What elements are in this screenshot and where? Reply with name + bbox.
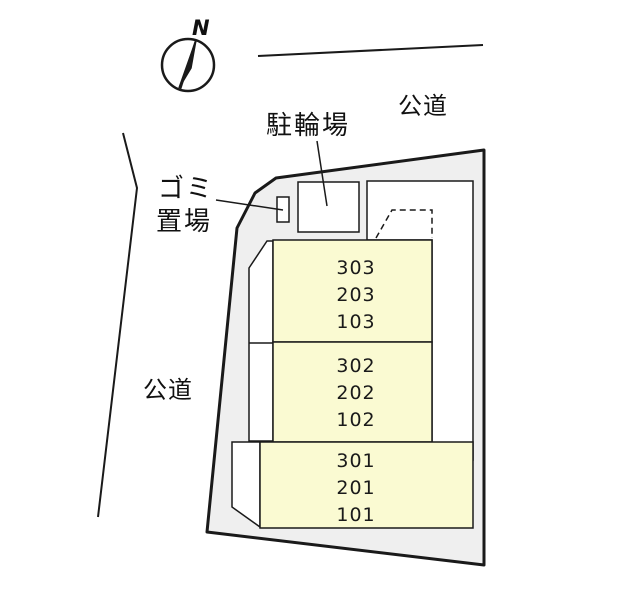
unit-number: 302 [336,355,376,377]
unit-number: 203 [336,284,376,306]
unit-number: 103 [336,311,376,333]
garbage-area-label-line2: 置場 [156,207,213,237]
building-block-1 [259,441,474,529]
bicycle-parking-leader [316,140,328,207]
north-arrow-icon [160,37,216,93]
parking-bay-dashed [375,209,433,239]
unit-number: 202 [336,382,376,404]
garbage-area-leader [215,199,284,211]
unit-number: 303 [336,257,376,279]
north-letter: N [192,16,210,40]
west-road-line [97,132,139,518]
bicycle-parking-label: 駐輪場 [266,111,351,141]
unit-number: 102 [336,409,376,431]
north-road-label: 公道 [398,92,448,120]
unit-number: 101 [336,504,376,526]
west-entrance-upper [248,240,274,442]
west-road-label: 公道 [143,376,193,404]
unit-number: 201 [336,477,376,499]
unit-number: 301 [336,450,376,472]
garbage-area-label-line1: ゴミ [158,174,215,204]
bicycle-parking [297,181,360,233]
north-road-line [257,44,484,57]
